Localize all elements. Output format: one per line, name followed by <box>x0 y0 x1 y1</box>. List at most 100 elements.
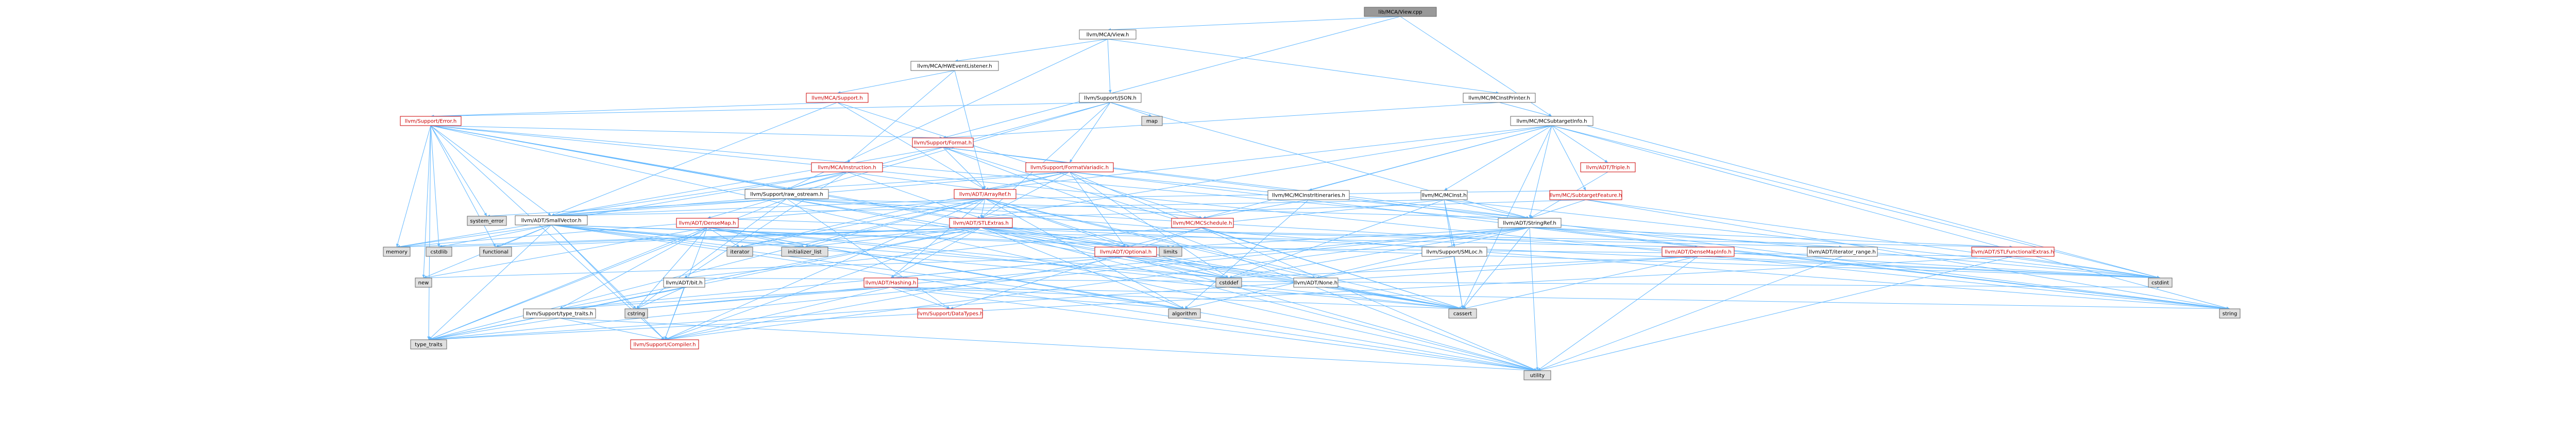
node-llvm-mca-hweventlistener-h[interactable]: llvm/MCA/HWEventListener.h <box>910 61 999 71</box>
node-llvm-adt-none-h[interactable]: llvm/ADT/None.h <box>1293 277 1338 288</box>
node-box <box>1463 93 1536 103</box>
edge-err-to-sfmt <box>430 125 943 139</box>
node-box <box>415 277 432 288</box>
edge-stlx-to-functional <box>495 227 981 249</box>
edge-bitmath-to-cstring <box>636 287 685 309</box>
node-llvm-support-type-traits-h[interactable]: llvm/Support/type_traits.h <box>523 308 596 319</box>
node-box <box>624 308 648 319</box>
edge-err-to-compiler <box>430 125 665 340</box>
node-box <box>467 216 507 226</box>
node-llvm-adt-stlextras-h[interactable]: llvm/ADT/STLExtras.h <box>949 218 1013 228</box>
node-llvm-support-smloc-h[interactable]: llvm/Support/SMLoc.h <box>1421 247 1487 257</box>
edge-stlx-to-initlist <box>804 227 981 249</box>
edge-mcsub-to-aref <box>985 125 1552 191</box>
node-label: llvm/MC/MCSubtargetInfo.h <box>1517 119 1587 125</box>
node-llvm-adt-densemap-h[interactable]: llvm/ADT/DenseMap.h <box>676 218 739 228</box>
edge-err-to-functional <box>430 125 496 248</box>
edge-instr-to-rawos <box>786 171 848 190</box>
node-llvm-adt-stringref-h[interactable]: llvm/ADT/StringRef.h <box>1498 218 1562 228</box>
edge-stlx-to-iterator <box>739 227 981 249</box>
node-llvm-support-datatypes-h[interactable]: llvm/Support/DataTypes.h <box>917 308 984 319</box>
node-llvm-support-json-h[interactable]: llvm/Support/JSON.h <box>1079 93 1142 103</box>
edge-hashing-to-dtypes <box>890 287 951 309</box>
node-llvm-adt-densemapinfo-h[interactable]: llvm/ADT/DenseMapInfo.h <box>1662 247 1735 257</box>
node-llvm-mc-mcinstritineraries-h[interactable]: llvm/MC/MCInstrItineraries.h <box>1267 190 1350 200</box>
edge-mcinst-to-sref <box>1444 199 1530 219</box>
node-llvm-adt-optional-h[interactable]: llvm/ADT/Optional.h <box>1094 247 1157 257</box>
node-box <box>910 61 999 71</box>
edge-rawos-to-cstdint <box>786 198 2161 280</box>
edge-mcsub-to-cassert <box>1462 125 1552 309</box>
node-llvm-mc-mcsubtargetinfo-h[interactable]: llvm/MC/MCSubtargetInfo.h <box>1510 116 1594 126</box>
node-box <box>1267 190 1350 200</box>
edge-fvar-to-cstddef <box>1069 171 1229 278</box>
node-llvm-adt-triple-h[interactable]: llvm/ADT/Triple.h <box>1580 162 1636 172</box>
edge-optional-to-compiler <box>664 256 1126 341</box>
edge-svec-to-initlist <box>551 224 805 249</box>
edge-typetraits-to-utility <box>559 318 1538 372</box>
edge-sfmt-to-aref <box>942 147 986 190</box>
node-llvm-adt-smallvector-h[interactable]: llvm/ADT/SmallVector.h <box>515 215 588 225</box>
edge-err-to-svec <box>430 125 552 216</box>
node-llvm-support-compiler-h[interactable]: llvm/Support/Compiler.h <box>630 339 699 350</box>
edge-fvar-to-optional <box>1069 171 1126 248</box>
node-label: system_error <box>470 219 504 224</box>
edge-mcinst-to-svec <box>551 199 1445 217</box>
edge-bitmath-to-cstdint <box>684 277 2161 289</box>
node-lib-mca-view-cpp[interactable]: lib/MCA/View.cpp <box>1364 7 1437 17</box>
node-llvm-support-formatvariadic-h[interactable]: llvm/Support/FormatVariadic.h <box>1025 162 1114 172</box>
edge-root-to-sfmt <box>942 16 1401 139</box>
node-box <box>1510 116 1594 126</box>
edge-mcstf-to-stlx <box>980 199 1586 220</box>
node-string: string <box>2219 308 2241 319</box>
node-box <box>1215 277 1242 288</box>
node-llvm-adt-arrayref-h[interactable]: llvm/ADT/ArrayRef.h <box>954 189 1016 199</box>
node-box <box>1094 247 1157 257</box>
node-label: llvm/MCA/Support.h <box>811 96 862 101</box>
node-map: map <box>1141 116 1163 126</box>
edge-svec-to-algorithm <box>551 224 1185 310</box>
node-llvm-support-raw-ostream-h[interactable]: llvm/Support/raw_ostream.h <box>744 189 829 199</box>
node-label: iterator <box>730 250 750 255</box>
node-llvm-support-format-h[interactable]: llvm/Support/Format.h <box>912 137 974 148</box>
edge-dmapinfo-to-cassert <box>1462 256 1699 310</box>
edge-view-to-hwel <box>954 39 1108 62</box>
edge-json-to-map <box>1110 102 1153 117</box>
node-label: llvm/Support/SMLoc.h <box>1427 250 1483 255</box>
edge-optional-to-new <box>423 256 1126 280</box>
node-label: llvm/ADT/Hashing.h <box>866 281 917 286</box>
node-box <box>1141 116 1163 126</box>
edge-stlx-to-stlfx <box>980 227 2013 249</box>
node-box <box>630 339 699 350</box>
node-llvm-adt-stlfunctionalextras-h[interactable]: llvm/ADT/STLFunctionalExtras.h <box>1971 247 2055 257</box>
node-label: algorithm <box>1172 311 1197 317</box>
edge-aref-to-iterator <box>739 198 986 248</box>
edge-sref-to-algorithm <box>1184 227 1530 310</box>
node-llvm-mca-view-h[interactable]: llvm/MCA/View.h <box>1079 29 1137 40</box>
node-llvm-adt-bit-h[interactable]: llvm/ADT/bit.h <box>663 277 705 288</box>
edge-svec-to-memory <box>396 224 552 248</box>
node-label: memory <box>386 250 408 255</box>
edge-hashing-to-cstring <box>636 287 891 310</box>
edge-fvar-to-aref <box>985 171 1070 190</box>
node-llvm-mc-mcinstprinter-h[interactable]: llvm/MC/MCInstPrinter.h <box>1463 93 1536 103</box>
node-box <box>1159 247 1182 257</box>
node-llvm-mc-subtargetfeature-h[interactable]: llvm/MC/SubtargetFeature.h <box>1549 190 1622 200</box>
node-llvm-mc-mcschedule-h[interactable]: llvm/MC/MCSchedule.h <box>1171 218 1234 228</box>
node-llvm-mca-instruction-h[interactable]: llvm/MCA/Instruction.h <box>811 162 883 172</box>
edge-svec-to-cstdlib <box>438 224 552 248</box>
node-initializer-list: initializer_list <box>781 247 828 257</box>
node-llvm-support-error-h[interactable]: llvm/Support/Error.h <box>400 116 462 126</box>
edge-stlx-to-optional <box>980 227 1126 248</box>
edge-sref-to-type_traits <box>428 227 1530 341</box>
node-llvm-mc-mcinst-h[interactable]: llvm/MC/MCInst.h <box>1420 190 1468 200</box>
node-llvm-mca-support-h[interactable]: llvm/MCA/Support.h <box>806 93 869 103</box>
node-box <box>1293 277 1338 288</box>
node-label: llvm/MCA/HWEventListener.h <box>917 64 992 69</box>
edge-dmap-to-cstddef <box>707 227 1229 280</box>
node-label: functional <box>483 250 509 255</box>
edge-sref-to-compiler <box>664 227 1530 341</box>
node-llvm-adt-iterator-range-h[interactable]: llvm/ADT/iterator_range.h <box>1807 247 1878 257</box>
node-llvm-adt-hashing-h[interactable]: llvm/ADT/Hashing.h <box>863 277 918 288</box>
